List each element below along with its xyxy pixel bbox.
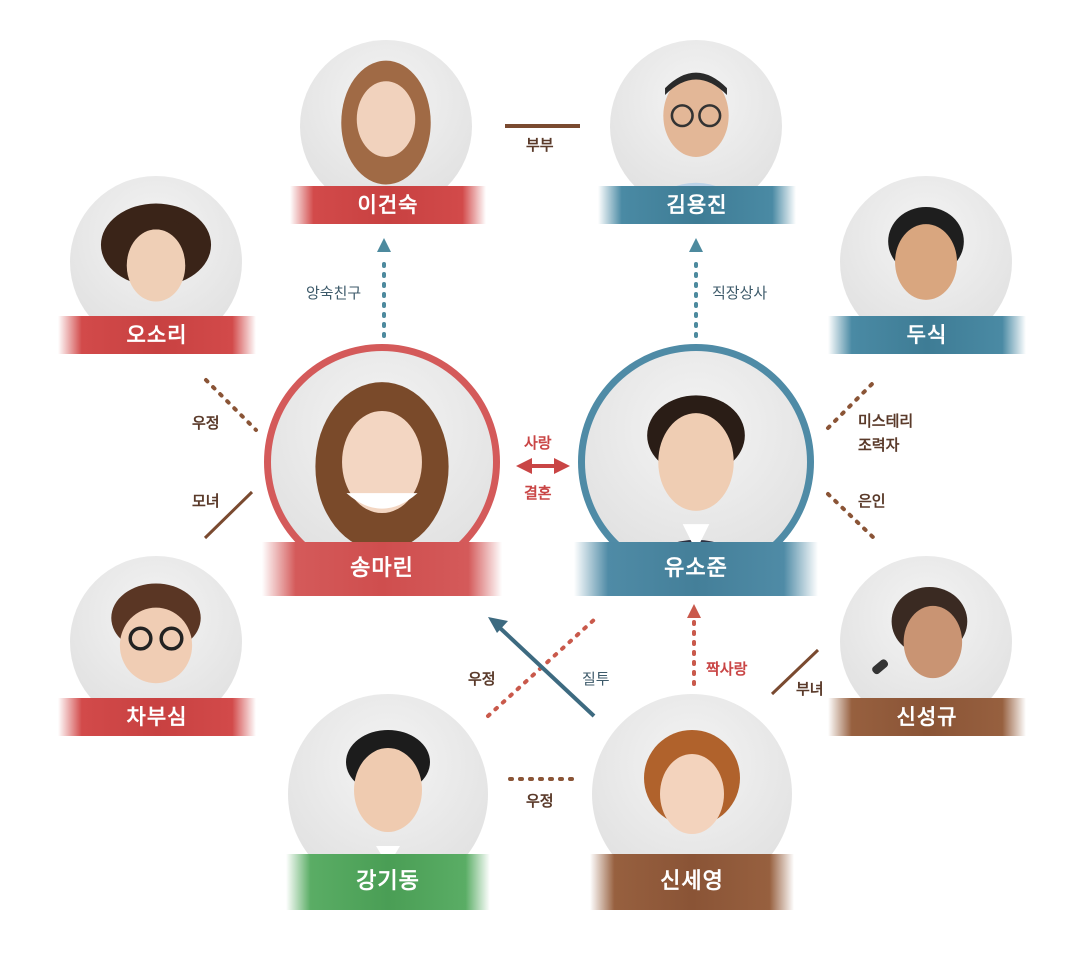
node-yusojun: 유소준 <box>574 344 818 598</box>
label-jikjang-sangsa: 직장상사 <box>712 284 768 302</box>
label-jiltu: 질투 <box>582 670 610 688</box>
node-gimyongjin: 김용진 <box>598 40 798 230</box>
link-eunin <box>826 492 878 542</box>
link-ujeong-osori <box>204 378 258 432</box>
node-sinseonggyu: 신성규 <box>828 556 1028 746</box>
name-tag-osori: 오소리 <box>58 316 256 354</box>
label-sarang: 사랑 <box>524 434 552 452</box>
name-tag-sinseonggyu: 신성규 <box>828 698 1026 736</box>
name-tag-gimyongjin: 김용진 <box>598 186 796 224</box>
label-gyeolhon: 결혼 <box>524 484 552 502</box>
label-ujeong-osori: 우정 <box>192 414 220 432</box>
node-chabusim: 차부심 <box>58 556 258 746</box>
link-monyeo <box>203 490 254 540</box>
arrow-jiltu <box>488 617 508 633</box>
label-ujeong-bottom: 우정 <box>526 792 554 810</box>
link-mystery <box>826 378 878 430</box>
node-sinseyeong: 신세영 <box>590 694 794 916</box>
name-tag-songmarin: 송마린 <box>262 542 502 596</box>
node-dusik: 두식 <box>828 176 1028 366</box>
portrait-songmarin <box>264 344 500 580</box>
node-songmarin: 송마린 <box>262 344 502 598</box>
link-jiltu <box>498 626 596 718</box>
label-ujeong-center: 우정 <box>468 670 496 688</box>
name-tag-sinseyeong: 신세영 <box>590 854 794 910</box>
name-tag-dusik: 두식 <box>828 316 1026 354</box>
label-monyeo: 모녀 <box>192 492 220 510</box>
label-mystery: 미스테리 <box>858 412 914 430</box>
label-jjaksarang: 짝사랑 <box>706 660 748 678</box>
node-ganggidong: 강기동 <box>286 694 490 916</box>
label-eunin: 은인 <box>858 492 886 510</box>
name-tag-ganggidong: 강기동 <box>286 854 490 910</box>
link-bunyeo <box>770 648 820 696</box>
arrow-sarang-left <box>516 458 532 474</box>
label-angsuk-chingu: 앙숙친구 <box>306 284 362 302</box>
name-tag-igeonsuk: 이건숙 <box>290 186 486 224</box>
arrow-sarang-right <box>554 458 570 474</box>
arrow-jjaksarang <box>687 604 701 618</box>
arrow-angsuk <box>377 238 391 252</box>
node-igeonsuk: 이건숙 <box>290 40 490 230</box>
label-joryeokja: 조력자 <box>858 436 900 454</box>
label-bunyeo: 부녀 <box>796 680 824 698</box>
label-bubu: 부부 <box>526 136 554 154</box>
name-tag-chabusim: 차부심 <box>58 698 256 736</box>
node-osori: 오소리 <box>58 176 258 366</box>
arrow-jikjang <box>689 238 703 252</box>
name-tag-yusojun: 유소준 <box>574 542 818 596</box>
